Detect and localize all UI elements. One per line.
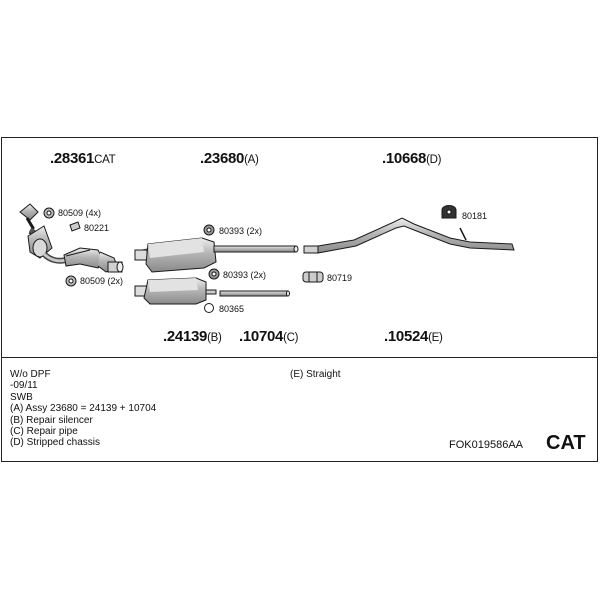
note-line: (A) Assy 23680 = 24139 + 10704 (10, 403, 157, 415)
note-line: (D) Stripped chassis (10, 437, 101, 449)
part-number-text: .28361 (50, 150, 95, 167)
diagram-frame (1, 137, 598, 462)
reference-code: FOK019586AA (449, 439, 523, 451)
part-number-text: .10524 (384, 328, 429, 345)
hardware-label-80181[interactable]: 80181 (462, 211, 488, 221)
part-number-text: .10704 (239, 328, 284, 345)
hardware-label-80393-bottom[interactable]: 80393 (2x) (223, 270, 267, 280)
part-suffix: (D) (426, 154, 442, 166)
hardware-label-80719[interactable]: 80719 (327, 273, 353, 283)
part-number-10668[interactable]: .10668(D) (382, 150, 441, 167)
part-suffix: (C) (283, 332, 299, 344)
part-number-text: .10668 (382, 150, 427, 167)
part-number-text: .23680 (200, 150, 245, 167)
gasket-icon (69, 221, 81, 232)
cat-badge: CAT (546, 432, 586, 454)
part-suffix: CAT (94, 154, 116, 166)
note-line: SWB (10, 391, 33, 403)
ring-icon (204, 303, 214, 313)
note-line: (C) Repair pipe (10, 426, 78, 438)
note-line: -09/11 (10, 380, 38, 392)
clamp-icon (65, 275, 77, 287)
part-number-text: .24139 (163, 328, 208, 345)
hardware-label-80393-top[interactable]: 80393 (2x) (219, 226, 263, 236)
middle-silencer-part[interactable] (134, 237, 299, 273)
clamp-sleeve-icon (302, 271, 324, 283)
note-e-straight: (E) Straight (290, 369, 341, 380)
part-number-10524[interactable]: .10524(E) (384, 328, 443, 345)
part-number-23680[interactable]: .23680(A) (200, 150, 259, 167)
part-number-24139[interactable]: .24139(B) (163, 328, 222, 345)
clamp-ring-icon (203, 224, 215, 236)
repair-silencer-part[interactable] (134, 277, 217, 305)
note-line: (B) Repair silencer (10, 414, 93, 426)
notes-list: W/o DPF -09/11 SWB (A) Assy 23680 = 2413… (10, 369, 156, 449)
hardware-label-80509-4x[interactable]: 80509 (4x) (58, 208, 102, 218)
part-number-28361[interactable]: .28361CAT (50, 150, 116, 167)
part-suffix: (E) (428, 332, 443, 344)
hardware-label-80221[interactable]: 80221 (84, 223, 110, 233)
catalytic-converter-part[interactable] (19, 203, 124, 273)
part-suffix: (A) (244, 154, 259, 166)
rear-pipe-part[interactable] (303, 217, 515, 254)
section-divider (1, 357, 598, 358)
hardware-label-80509-2x[interactable]: 80509 (2x) (80, 276, 124, 286)
rubber-mount-icon (441, 205, 457, 219)
hardware-label-80365[interactable]: 80365 (219, 304, 245, 314)
clamp-ring-icon (208, 268, 220, 280)
repair-pipe-part[interactable] (219, 290, 290, 297)
note-line: W/o DPF (10, 369, 51, 380)
part-number-10704[interactable]: .10704(C) (239, 328, 298, 345)
part-suffix: (B) (207, 332, 222, 344)
front-pipe-part[interactable] (65, 249, 91, 257)
clamp-icon (43, 207, 55, 219)
